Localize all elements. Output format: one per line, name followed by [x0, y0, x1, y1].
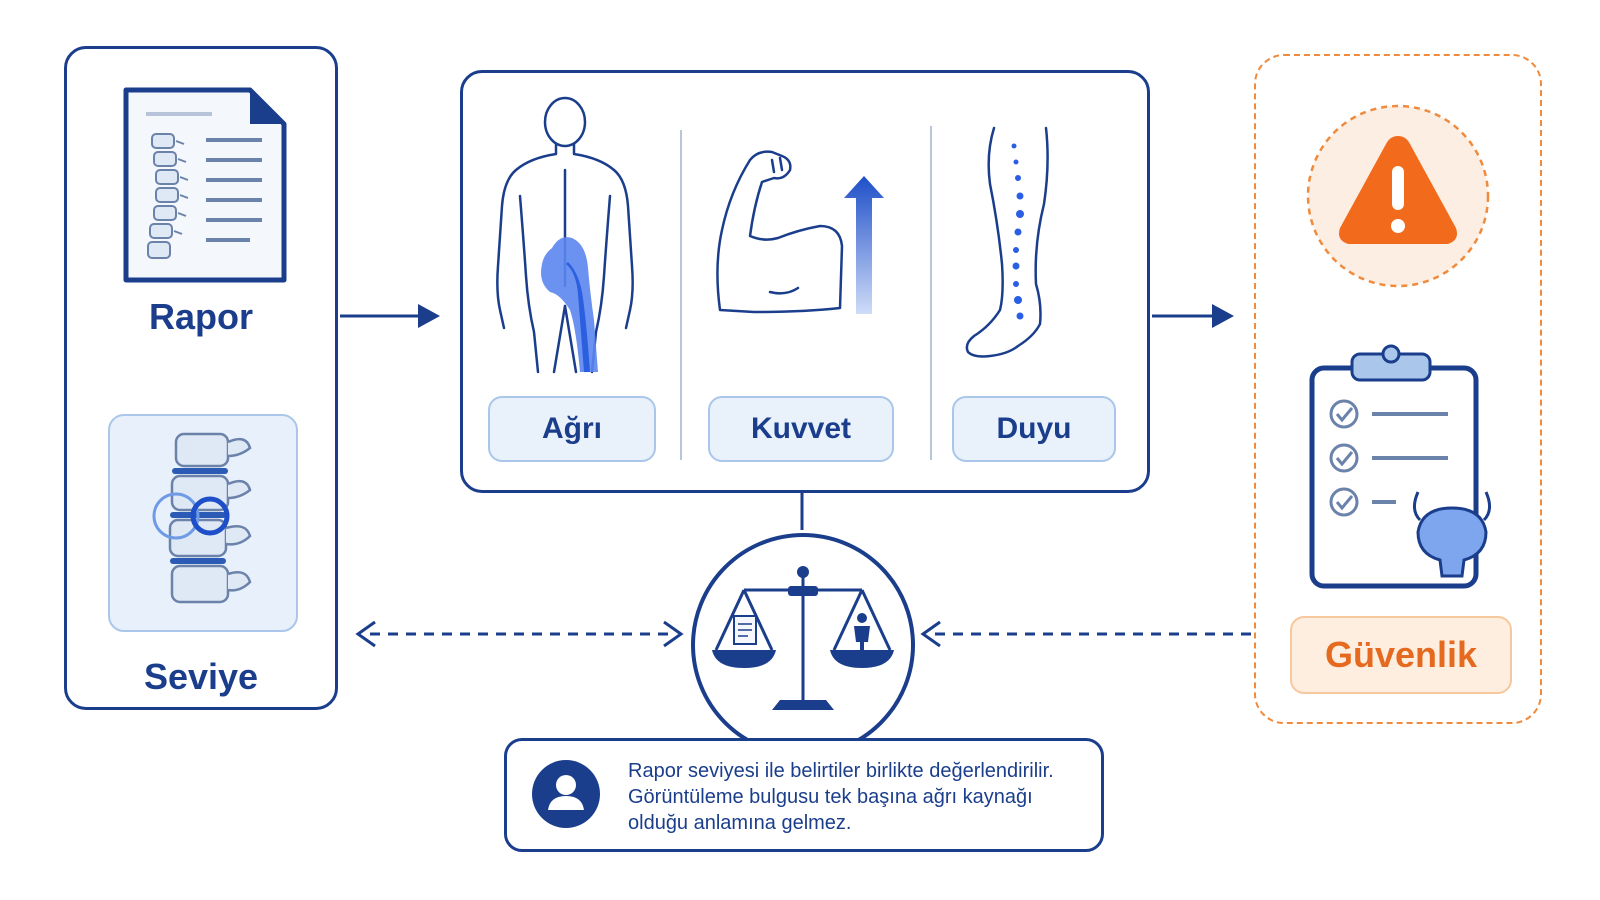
- bladder-icon: [1413, 491, 1491, 578]
- note-line: Görüntüleme bulgusu tek başına ağrı kayn…: [628, 786, 1033, 808]
- arrow-left-to-middle: [340, 304, 440, 328]
- interpretation-note: [504, 738, 1104, 852]
- warning-icon: [1306, 104, 1490, 288]
- balance-scale-icon: [691, 533, 915, 757]
- safety-chip: Güvenlik: [1290, 616, 1512, 694]
- dashed-arrow-right-scale: [920, 620, 1252, 648]
- flexed-arm-icon: [716, 150, 884, 314]
- spine-level-icon: [152, 432, 252, 604]
- arrow-middle-to-right: [1152, 304, 1234, 328]
- strength-chip: Kuvvet: [708, 396, 894, 462]
- divider: [930, 126, 932, 460]
- leg-sensation-icon: [965, 126, 1049, 358]
- pain-chip: Ağrı: [488, 396, 656, 462]
- sensation-chip: Duyu: [952, 396, 1116, 462]
- dashed-arrow-left-scale: [355, 620, 684, 648]
- note-line: Rapor seviyesi ile belirtiler birlikte d…: [628, 760, 1054, 782]
- note-line: olduğu anlamına gelmez.: [628, 812, 852, 834]
- level-label: Seviye: [143, 656, 259, 697]
- note-text: Rapor seviyesi ile belirtiler birlikte d…: [628, 758, 1098, 836]
- report-document-icon: [123, 87, 287, 283]
- divider: [680, 130, 682, 460]
- user-icon: [532, 760, 600, 828]
- report-label: Rapor: [148, 296, 253, 337]
- body-pain-icon: [496, 96, 634, 374]
